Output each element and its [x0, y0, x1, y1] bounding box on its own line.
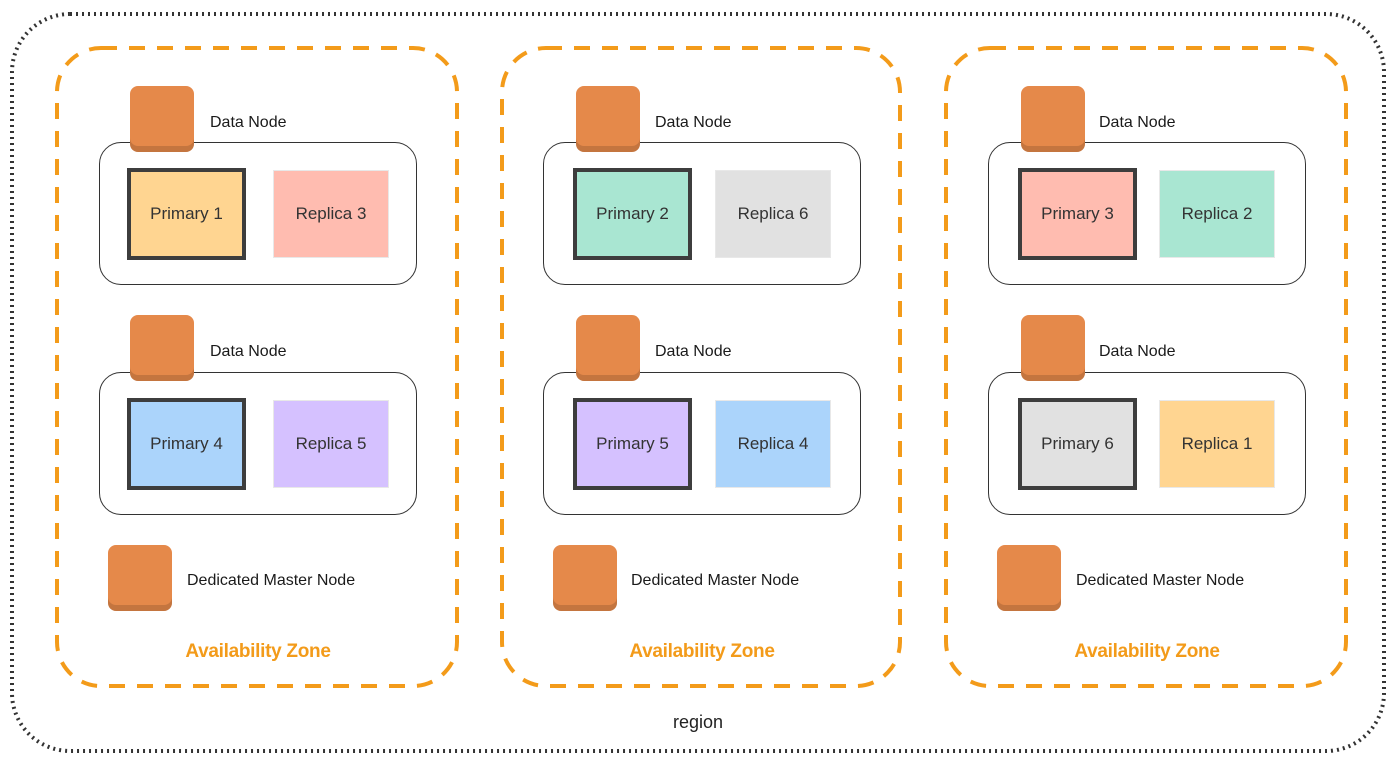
availability-zone-border-3 [944, 46, 1348, 688]
data-node-icon [130, 86, 194, 152]
data-node-label: Data Node [210, 343, 287, 360]
availability-zone-label: Availability Zone [1074, 641, 1220, 662]
primary-shard: Primary 1 [127, 168, 246, 260]
master-node-icon [553, 545, 617, 611]
primary-shard: Primary 6 [1018, 398, 1137, 490]
data-node-icon [576, 86, 640, 152]
data-node-label: Data Node [1099, 114, 1176, 131]
data-node-icon [1021, 86, 1085, 152]
data-node-box [988, 142, 1306, 285]
replica-shard: Replica 5 [273, 400, 389, 488]
data-node-box [99, 372, 417, 515]
primary-shard: Primary 3 [1018, 168, 1137, 260]
data-node-label: Data Node [655, 114, 732, 131]
data-node-icon [1021, 315, 1085, 381]
availability-zone-border-2 [500, 46, 902, 688]
master-node-label: Dedicated Master Node [1076, 572, 1245, 589]
data-node-label: Data Node [210, 114, 287, 131]
region-border [10, 12, 1386, 753]
availability-zone-label: Availability Zone [185, 641, 331, 662]
primary-shard: Primary 2 [573, 168, 692, 260]
master-node-icon [108, 545, 172, 611]
data-node-icon [576, 315, 640, 381]
replica-shard: Replica 6 [715, 170, 831, 258]
master-node-label: Dedicated Master Node [631, 572, 800, 589]
replica-shard: Replica 3 [273, 170, 389, 258]
data-node-box [988, 372, 1306, 515]
data-node-label: Data Node [1099, 343, 1176, 360]
primary-shard: Primary 4 [127, 398, 246, 490]
master-node-label: Dedicated Master Node [187, 572, 356, 589]
data-node-box [543, 372, 861, 515]
primary-shard: Primary 5 [573, 398, 692, 490]
data-node-box [543, 142, 861, 285]
availability-zone-border-1 [55, 46, 459, 688]
master-node-icon [997, 545, 1061, 611]
data-node-icon [130, 315, 194, 381]
region-label: region [672, 712, 724, 732]
replica-shard: Replica 2 [1159, 170, 1275, 258]
data-node-box [99, 142, 417, 285]
replica-shard: Replica 1 [1159, 400, 1275, 488]
data-node-label: Data Node [655, 343, 732, 360]
availability-zone-label: Availability Zone [629, 641, 775, 662]
replica-shard: Replica 4 [715, 400, 831, 488]
